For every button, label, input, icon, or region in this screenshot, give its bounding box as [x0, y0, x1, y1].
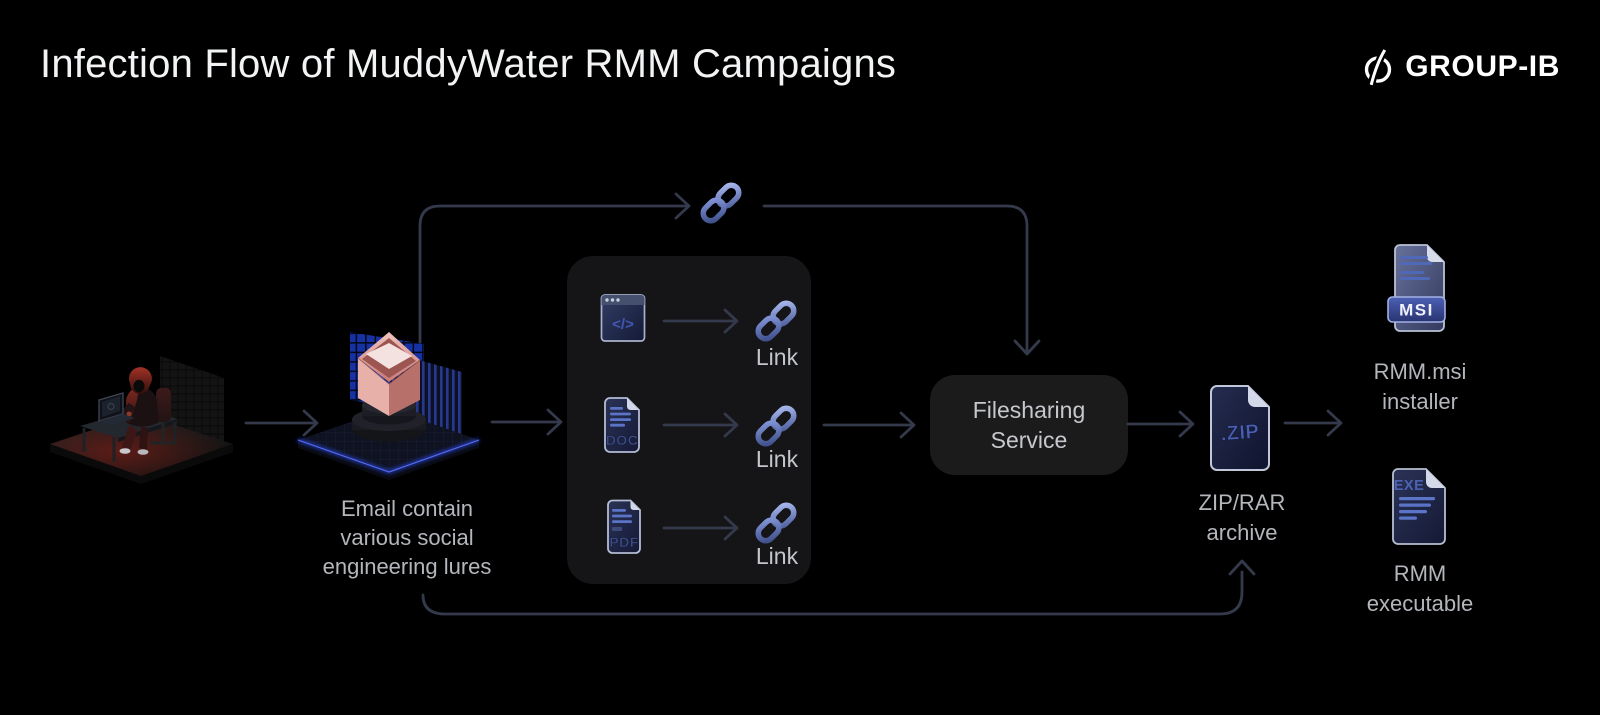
- chair: [150, 388, 176, 445]
- hooded-figure: [115, 367, 159, 455]
- msi-caption-line1: RMM.msi: [1373, 359, 1467, 384]
- link-label-3: Link: [755, 543, 799, 569]
- laptop: [98, 392, 135, 425]
- email-lure-illustration: [297, 332, 480, 480]
- msi-badge-label: MSI: [1399, 301, 1434, 320]
- zip-caption-line2: archive: [1206, 520, 1278, 545]
- exe-icon-label: EXE: [1394, 478, 1425, 494]
- exe-caption-line1: RMM: [1393, 561, 1447, 586]
- msi-file-icon: MSI: [1387, 244, 1446, 332]
- html-icon-glyph: </>: [612, 316, 634, 333]
- link-chain-icon-1: [755, 300, 797, 342]
- brand-logo: GROUP-IB: [1361, 46, 1560, 88]
- link-label-1: Link: [755, 344, 799, 370]
- filesharing-label-line1: Filesharing: [972, 397, 1086, 423]
- pdf-icon-label: PDF: [609, 534, 639, 550]
- email-caption: Email contain various social engineering…: [289, 494, 525, 581]
- zip-file-icon: .ZIP: [1210, 385, 1270, 471]
- filesharing-service-node: Filesharing Service: [930, 375, 1128, 475]
- arrow-lures-to-filesharing: [822, 411, 916, 439]
- zip-caption-line1: ZIP/RAR: [1198, 490, 1286, 515]
- open-envelope-icon: [357, 332, 421, 416]
- zip-icon-label: .ZIP: [1220, 421, 1260, 446]
- exe-file-icon: EXE: [1392, 468, 1446, 545]
- msi-caption: RMM.msi installer: [1338, 357, 1502, 417]
- email-caption-line2: various social: [340, 525, 474, 550]
- link-chain-icon-2: [755, 405, 797, 447]
- doc-file-icon: DOC: [604, 397, 640, 453]
- exe-caption: RMM executable: [1338, 559, 1502, 619]
- arrow-zip-to-payloads: [1283, 409, 1343, 437]
- pdf-file-icon: PDF: [607, 499, 641, 554]
- link-chain-icon-3: [755, 502, 797, 544]
- filesharing-label-line2: Service: [990, 427, 1068, 453]
- email-caption-line1: Email contain: [340, 496, 474, 521]
- brand-name: GROUP-IB: [1405, 50, 1560, 83]
- arrow-email-to-lures: [490, 408, 563, 436]
- arrow-email-to-zip-bottom: [421, 559, 1256, 616]
- zip-caption: ZIP/RAR archive: [1160, 488, 1324, 548]
- link-label-2: Link: [755, 446, 799, 472]
- exe-caption-line2: executable: [1366, 591, 1474, 616]
- top-link-chain-icon: [700, 182, 742, 224]
- html-window-icon: </>: [600, 294, 646, 342]
- doc-icon-label: DOC: [606, 432, 639, 448]
- arrow-filesharing-to-zip: [1126, 410, 1195, 438]
- msi-caption-line2: installer: [1382, 389, 1458, 414]
- attacker-at-laptop-illustration: [50, 356, 233, 484]
- email-caption-line3: engineering lures: [322, 554, 492, 579]
- group-ib-logo-icon: [1365, 48, 1392, 86]
- page-title: Infection Flow of MuddyWater RMM Campaig…: [40, 42, 897, 86]
